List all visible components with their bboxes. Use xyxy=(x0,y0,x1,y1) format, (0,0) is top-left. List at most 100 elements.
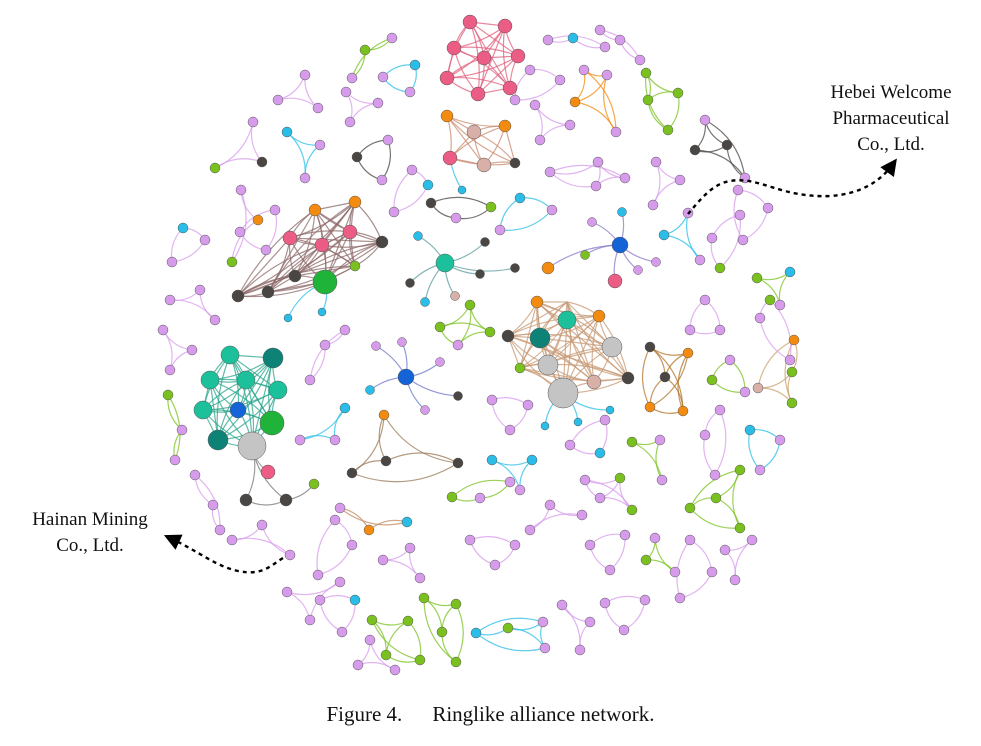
network-node-127 xyxy=(157,324,169,336)
network-node-85 xyxy=(677,405,689,417)
network-node-58 xyxy=(607,273,623,289)
network-node-229 xyxy=(464,299,476,311)
network-edge xyxy=(319,599,343,633)
network-edge xyxy=(732,469,741,529)
network-edge xyxy=(314,209,356,267)
network-edge xyxy=(407,620,422,661)
network-node-145 xyxy=(366,614,378,626)
network-edge xyxy=(237,244,323,297)
network-edge xyxy=(679,571,713,599)
network-node-9 xyxy=(466,124,482,140)
network-edge xyxy=(231,537,291,556)
network-node-45 xyxy=(510,263,520,273)
network-node-78 xyxy=(420,405,430,415)
network-edge xyxy=(316,519,336,576)
network-node-232 xyxy=(319,339,331,351)
network-node-140 xyxy=(334,576,346,588)
network-node-21 xyxy=(288,269,302,283)
network-edge xyxy=(499,209,553,231)
network-node-142 xyxy=(336,626,348,638)
network-node-236 xyxy=(329,434,341,446)
network-edge xyxy=(169,299,216,321)
network-edge xyxy=(649,352,689,408)
network-node-219 xyxy=(425,197,437,209)
network-node-233 xyxy=(339,324,351,336)
network-node-47 xyxy=(405,278,415,288)
network-node-168 xyxy=(684,534,696,546)
network-node-144 xyxy=(314,594,326,606)
network-edge xyxy=(453,47,479,95)
hebei-welcome-label: Hebei Welcome Pharmaceutical Co., Ltd. xyxy=(808,80,974,158)
network-node-241 xyxy=(486,454,498,466)
network-node-216 xyxy=(592,156,604,168)
network-node-146 xyxy=(402,615,414,627)
network-node-245 xyxy=(474,492,486,504)
network-node-67 xyxy=(537,354,559,376)
network-node-64 xyxy=(529,327,551,349)
network-node-193 xyxy=(694,254,706,266)
network-node-215 xyxy=(544,166,556,178)
network-node-247 xyxy=(524,524,536,536)
network-node-287 xyxy=(719,544,731,556)
network-node-276 xyxy=(269,204,281,216)
network-node-23 xyxy=(231,289,245,303)
network-node-175 xyxy=(714,404,726,416)
network-node-93 xyxy=(452,457,464,469)
network-node-29 xyxy=(262,347,284,369)
network-edge xyxy=(475,632,546,652)
network-node-132 xyxy=(169,454,181,466)
network-edge xyxy=(286,591,311,621)
network-node-266 xyxy=(564,439,576,451)
network-node-90 xyxy=(378,409,390,421)
network-node-22 xyxy=(261,285,275,299)
network-edge xyxy=(748,429,761,471)
network-node-135 xyxy=(214,524,226,536)
network-node-212 xyxy=(542,34,554,46)
network-node-38 xyxy=(239,493,253,507)
network-node-190 xyxy=(732,184,744,196)
network-node-106 xyxy=(247,116,259,128)
network-edge xyxy=(583,69,617,133)
network-node-184 xyxy=(774,299,786,311)
network-edge xyxy=(759,439,781,471)
network-edge xyxy=(609,534,626,571)
network-edge xyxy=(277,74,306,101)
network-node-57 xyxy=(611,236,629,254)
network-node-20 xyxy=(375,235,389,249)
network-node-124 xyxy=(164,294,176,306)
network-node-258 xyxy=(626,504,638,516)
network-edge xyxy=(194,474,221,531)
network-edge xyxy=(549,171,597,188)
network-node-74 xyxy=(371,341,381,351)
network-node-63 xyxy=(501,329,515,343)
network-node-172 xyxy=(684,502,696,514)
network-node-100 xyxy=(409,59,421,71)
network-node-191 xyxy=(658,229,670,241)
network-edge xyxy=(529,513,583,531)
network-node-107 xyxy=(256,156,268,168)
network-node-159 xyxy=(574,644,586,656)
network-node-109 xyxy=(281,126,293,138)
network-edge xyxy=(514,79,561,101)
network-node-80 xyxy=(397,368,415,386)
network-node-279 xyxy=(524,64,536,76)
network-edge xyxy=(451,479,511,498)
network-node-5 xyxy=(439,70,455,86)
network-node-178 xyxy=(774,434,786,446)
network-node-204 xyxy=(662,124,674,136)
network-node-198 xyxy=(721,139,733,151)
network-node-223 xyxy=(422,179,434,191)
network-node-185 xyxy=(706,232,718,244)
network-node-263 xyxy=(706,374,718,386)
network-node-153 xyxy=(470,627,482,639)
network-node-60 xyxy=(530,295,544,309)
hainan-label-line-1: Hainan Mining xyxy=(32,509,148,530)
network-node-222 xyxy=(388,206,400,218)
network-node-10 xyxy=(498,119,512,133)
network-node-35 xyxy=(259,410,285,436)
network-node-209 xyxy=(529,99,541,111)
network-node-152 xyxy=(450,656,462,668)
network-node-120 xyxy=(226,256,238,268)
network-node-275 xyxy=(260,244,272,256)
network-node-83 xyxy=(659,371,671,383)
